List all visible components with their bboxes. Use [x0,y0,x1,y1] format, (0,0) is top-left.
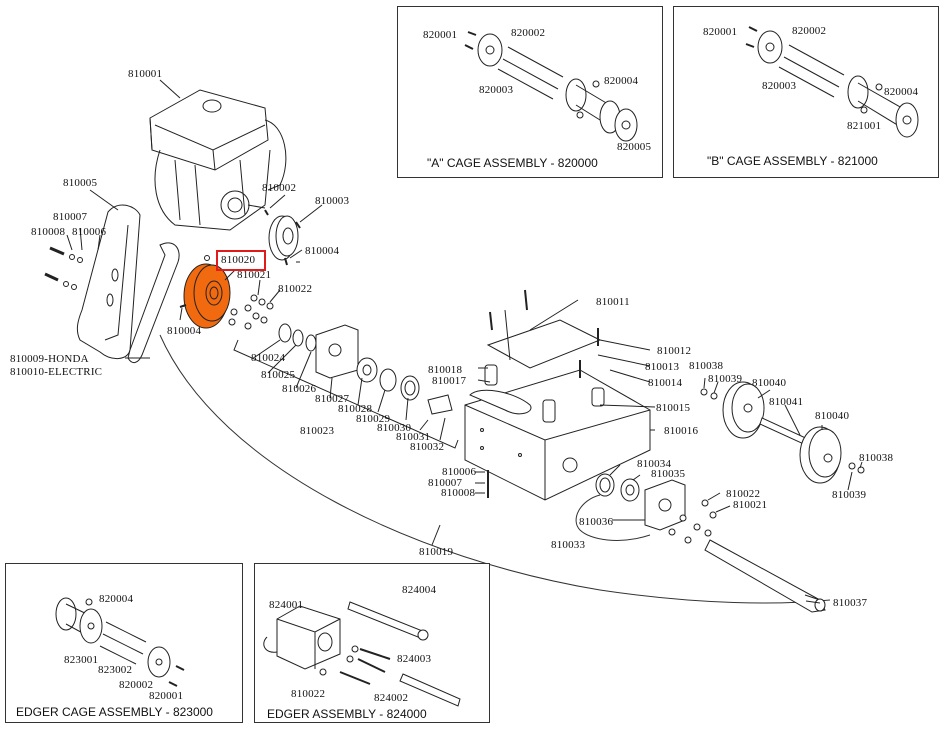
label-810033[interactable]: 810033 [551,539,586,551]
inset-b-cage-assembly: 820001 820002 820003 820004 821001 "B" C… [673,6,939,178]
engine-drawing [149,89,287,231]
label-810027[interactable]: 810027 [315,393,350,405]
edger-cage-title: EDGER CAGE ASSEMBLY - 823000 [16,705,213,719]
label-810022-side[interactable]: 810022 [726,488,761,500]
a-label-820005[interactable]: 820005 [617,141,652,153]
b-label-820002[interactable]: 820002 [792,25,827,37]
pulley-hardware-drawing [228,294,274,330]
label-810002[interactable]: 810002 [262,182,297,194]
a-label-820004[interactable]: 820004 [604,75,639,87]
label-810037[interactable]: 810037 [833,597,868,609]
inset-edger-assembly: 824001 824004 824003 810022 824002 EDGER… [254,563,490,723]
label-810020[interactable]: 810020 [221,254,256,266]
ec-label-820001[interactable]: 820001 [149,690,184,702]
label-810023[interactable]: 810023 [300,425,335,437]
label-810013[interactable]: 810013 [645,361,680,373]
inset-a-cage-assembly: 820001 820002 820003 820004 820005 "A" C… [397,6,663,178]
label-810019[interactable]: 810019 [419,546,454,558]
edger-title: EDGER ASSEMBLY - 824000 [267,707,427,721]
side-hardware-drawing [668,499,717,544]
guard-bolts-drawing [44,246,83,290]
label-810034[interactable]: 810034 [637,458,672,470]
label-810007-guard[interactable]: 810007 [53,211,88,223]
e-label-824003[interactable]: 824003 [397,653,432,665]
label-810004-left[interactable]: 810004 [167,325,202,337]
b-cage-title: "B" CAGE ASSEMBLY - 821000 [707,154,878,168]
main-housing-drawing [464,289,651,501]
e-label-824002[interactable]: 824002 [374,692,409,704]
b-label-820004[interactable]: 820004 [884,86,919,98]
ec-label-823001[interactable]: 823001 [64,654,99,666]
label-810012[interactable]: 810012 [657,345,692,357]
label-810038-right[interactable]: 810038 [859,452,894,464]
label-810040-right[interactable]: 810040 [815,410,850,422]
a-label-820001[interactable]: 820001 [423,29,458,41]
label-810032[interactable]: 810032 [410,441,445,453]
shaft-810037-drawing [704,539,826,613]
label-810016[interactable]: 810016 [664,425,699,437]
label-810006-housing[interactable]: 810006 [442,466,477,478]
label-810036[interactable]: 810036 [579,516,614,528]
e-label-824001[interactable]: 824001 [269,599,304,611]
side-bearing-drawing [575,473,686,541]
bearing-assembly-drawing [233,323,459,449]
label-810030[interactable]: 810030 [377,422,412,434]
label-810004-right[interactable]: 810004 [305,245,340,257]
e-label-810022[interactable]: 810022 [291,688,326,700]
label-810022[interactable]: 810022 [278,283,313,295]
label-810006-guard[interactable]: 810006 [72,226,107,238]
e-label-824004[interactable]: 824004 [402,584,437,596]
highlight-box-810020 [216,250,266,271]
b-cage-drawing [745,26,919,138]
label-810039-left[interactable]: 810039 [708,373,743,385]
b-label-820001[interactable]: 820001 [703,26,738,38]
a-cage-title: "A" CAGE ASSEMBLY - 820000 [427,156,598,170]
label-810003[interactable]: 810003 [315,195,350,207]
label-810024[interactable]: 810024 [251,352,286,364]
label-810038-left[interactable]: 810038 [689,360,724,372]
wheels-drawing [700,381,865,484]
label-810010-electric[interactable]: 810010-ELECTRIC [10,366,103,378]
edger-drawing [263,601,461,707]
inset-edger-cage-assembly: 820004 823001 823002 820002 820001 EDGER… [5,563,243,723]
a-label-820003[interactable]: 820003 [479,84,514,96]
b-label-821001[interactable]: 821001 [847,120,882,132]
label-810041[interactable]: 810041 [769,396,804,408]
ec-label-823002[interactable]: 823002 [98,664,133,676]
pulley-810020-drawing [179,255,231,329]
label-810018[interactable]: 810018 [428,364,463,376]
label-810005[interactable]: 810005 [63,177,98,189]
b-label-820003[interactable]: 820003 [762,80,797,92]
label-810007-housing[interactable]: 810007 [428,477,463,489]
drive-belt-curve [159,334,831,604]
ec-label-820004[interactable]: 820004 [99,593,134,605]
label-810025[interactable]: 810025 [261,369,296,381]
label-810001[interactable]: 810001 [128,68,163,80]
label-810031[interactable]: 810031 [396,431,431,443]
label-810021-side[interactable]: 810021 [733,499,768,511]
label-810039-right[interactable]: 810039 [832,489,867,501]
pulley-810003-drawing [268,215,301,266]
label-810014[interactable]: 810014 [648,377,683,389]
leader-lines [66,79,863,604]
belt-guard-drawing [76,204,141,359]
label-810011[interactable]: 810011 [596,296,630,308]
ec-label-820002[interactable]: 820002 [119,679,154,691]
label-810008-housing[interactable]: 810008 [441,487,476,499]
a-cage-drawing [464,31,638,142]
a-label-820002[interactable]: 820002 [511,27,546,39]
label-810021[interactable]: 810021 [237,269,272,281]
label-810009-honda[interactable]: 810009-HONDA [10,353,89,365]
label-810015[interactable]: 810015 [656,402,691,414]
label-810040-left[interactable]: 810040 [752,377,787,389]
label-810035[interactable]: 810035 [651,468,686,480]
label-810028[interactable]: 810028 [338,403,373,415]
label-810017[interactable]: 810017 [432,375,467,387]
label-810026[interactable]: 810026 [282,383,317,395]
edger-cage-drawing [55,597,185,687]
label-810029[interactable]: 810029 [356,413,391,425]
label-810008-guard[interactable]: 810008 [31,226,66,238]
